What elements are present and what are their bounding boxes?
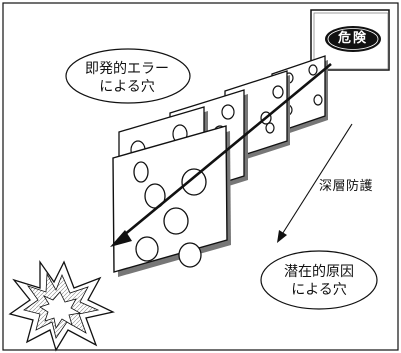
latent-conditions-line-2: による穴 xyxy=(291,282,347,298)
active-errors-bubble xyxy=(65,48,191,104)
defense-in-depth-label: 深層防護 xyxy=(319,179,374,194)
diagram-frame xyxy=(2,2,399,351)
active-errors-line-2: による穴 xyxy=(99,79,155,95)
danger-sign-label: 危険 xyxy=(337,31,368,46)
explosion-icon xyxy=(8,259,115,352)
latent-conditions-label: 潜在的原因 による穴 xyxy=(264,263,374,299)
defense-slice-1 xyxy=(112,125,231,277)
trajectory-arrow-icon xyxy=(110,62,332,247)
latent-conditions-bubble xyxy=(260,250,378,310)
latent-conditions-line-1: 潜在的原因 xyxy=(284,264,354,280)
active-errors-line-1: 即発的エラー xyxy=(85,61,169,77)
defense-arrow-icon xyxy=(277,123,353,243)
active-errors-label: 即発的エラー による穴 xyxy=(72,60,182,96)
